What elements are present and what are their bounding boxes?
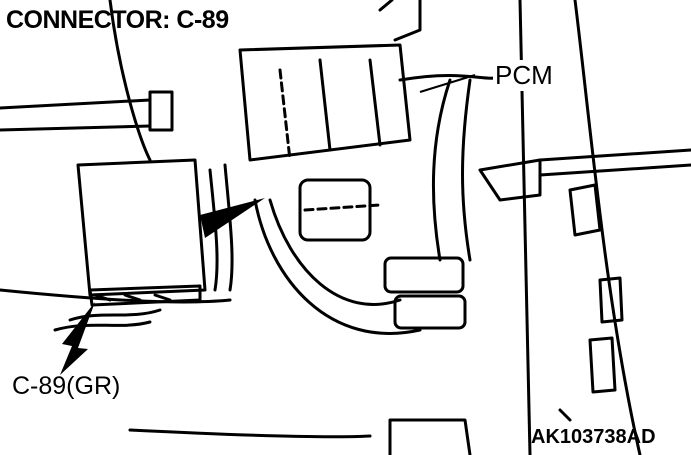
figure-code: AK103738AD [531,426,656,448]
diagram-title: CONNECTOR: C-89 [6,6,229,34]
pcm-label: PCM [493,60,555,91]
c89-arrow [60,302,95,375]
pcm-connector-arrow [200,198,265,238]
connector-label: C-89(GR) [12,372,121,400]
